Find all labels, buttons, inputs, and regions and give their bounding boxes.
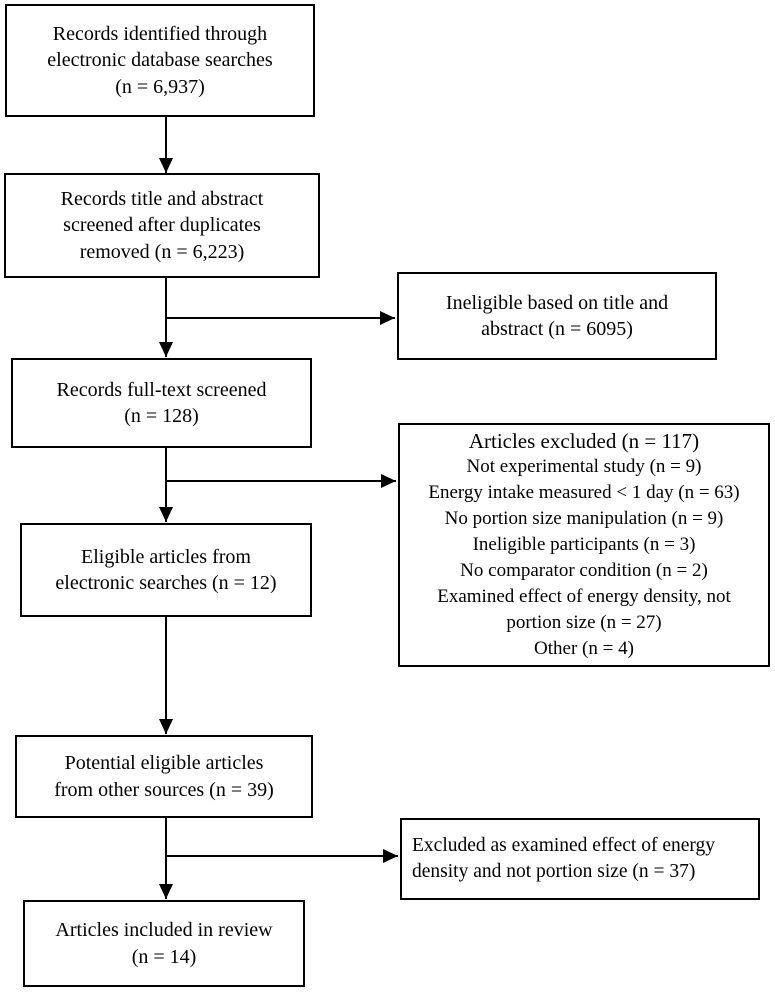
node-eligible-electronic: Eligible articles from electronic search…: [20, 523, 312, 617]
node-excluded-energy-density-text: Excluded as examined effect of energy de…: [412, 835, 716, 882]
node-title-abstract-screened-text: Records title and abstract screened afte…: [60, 187, 264, 263]
node-included-in-review-text: Articles included in review (n = 14): [55, 919, 273, 968]
node-articles-excluded: Articles excluded (n = 117) Not experime…: [398, 423, 770, 667]
node-ineligible-title-abstract-text: Ineligible based on title and abstract (…: [445, 291, 669, 340]
node-ineligible-title-abstract: Ineligible based on title and abstract (…: [397, 272, 717, 360]
node-eligible-electronic-text: Eligible articles from electronic search…: [55, 545, 277, 594]
node-title-abstract-screened: Records title and abstract screened afte…: [4, 173, 320, 278]
node-excluded-energy-density: Excluded as examined effect of energy de…: [400, 818, 760, 900]
node-records-identified: Records identified through electronic da…: [5, 4, 315, 117]
node-potential-other-sources-text: Potential eligible articles from other s…: [54, 752, 274, 801]
node-records-identified-text: Records identified through electronic da…: [47, 22, 273, 98]
node-fulltext-screened: Records full-text screened (n = 128): [11, 358, 312, 448]
node-articles-excluded-title: Articles excluded (n = 117): [468, 429, 700, 453]
node-potential-other-sources: Potential eligible articles from other s…: [15, 735, 313, 818]
node-fulltext-screened-text: Records full-text screened (n = 128): [56, 378, 267, 427]
node-articles-excluded-reasons: Not experimental study (n = 9) Energy in…: [428, 456, 740, 659]
node-included-in-review: Articles included in review (n = 14): [23, 900, 305, 987]
